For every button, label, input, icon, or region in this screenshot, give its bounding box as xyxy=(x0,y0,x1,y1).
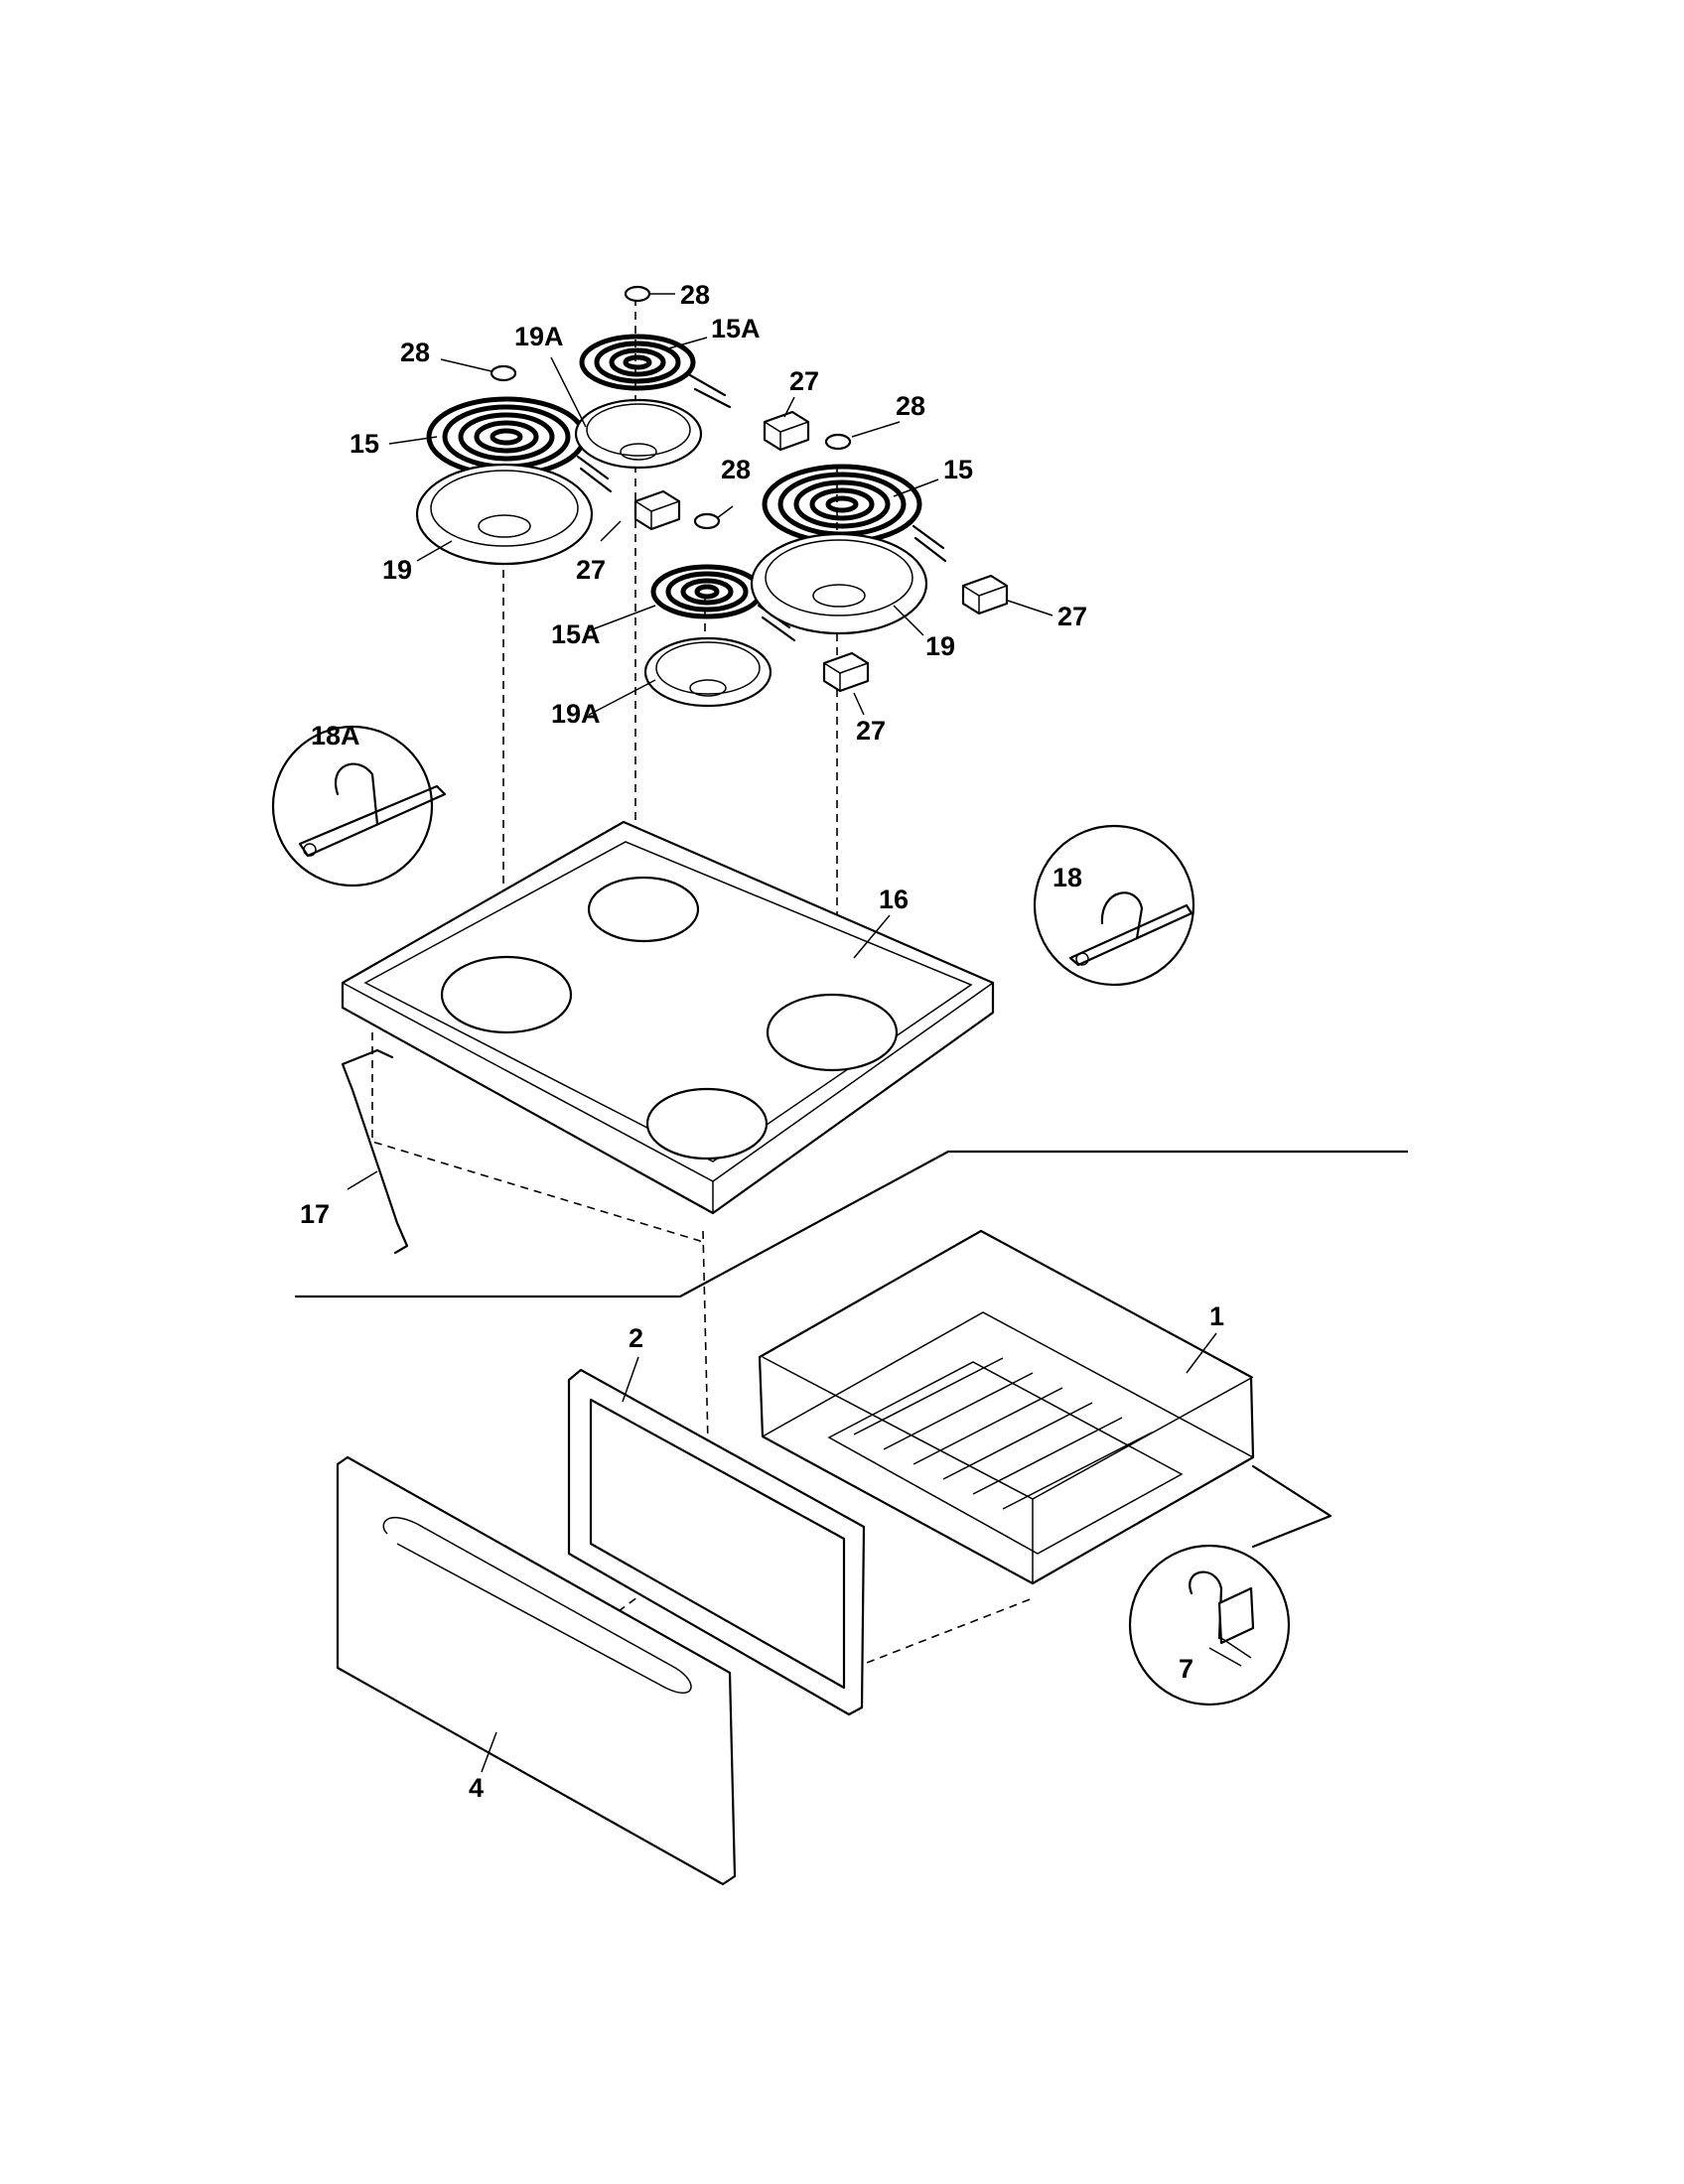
part-15a-coil-top xyxy=(579,334,732,409)
callout-4: 4 xyxy=(469,1773,484,1803)
part-17-wire xyxy=(341,1048,409,1255)
callout-7: 7 xyxy=(1179,1654,1193,1684)
detail-7 xyxy=(1128,1544,1291,1706)
callout-19a-mid: 19A xyxy=(551,699,601,729)
callout-28-right: 28 xyxy=(896,391,925,421)
callout-28-top: 28 xyxy=(680,280,710,310)
callout-2: 2 xyxy=(629,1323,643,1353)
part-19-bowl-left xyxy=(415,463,594,566)
detail-18a xyxy=(271,725,447,887)
callout-15a-top: 15A xyxy=(711,314,761,343)
callout-27-top: 27 xyxy=(789,366,819,396)
part-2-drawer-frame xyxy=(567,1368,866,1716)
part-16-cooktop xyxy=(341,820,995,1215)
part-19a-bowl-top xyxy=(574,398,703,470)
callout-28-left: 28 xyxy=(400,338,430,367)
callout-17: 17 xyxy=(300,1199,330,1229)
part-27-receptacles xyxy=(633,410,1009,693)
callout-27-mid: 27 xyxy=(856,716,886,746)
detail-18 xyxy=(1033,824,1195,987)
part-28-caps xyxy=(490,285,852,530)
callout-18: 18 xyxy=(1052,863,1082,892)
callout-1: 1 xyxy=(1209,1301,1224,1331)
callout-27-left: 27 xyxy=(576,555,606,585)
callout-18a: 18A xyxy=(311,721,360,751)
callout-labels: 28 28 19A 15A 27 28 15 15 28 19 27 15A 1… xyxy=(300,280,1224,1803)
callout-19a-top: 19A xyxy=(514,322,564,351)
callout-19-left: 19 xyxy=(382,555,412,585)
callout-15a-mid: 15A xyxy=(551,619,601,649)
part-19a-bowl-mid xyxy=(643,636,772,708)
callout-16: 16 xyxy=(879,885,909,914)
section-divider xyxy=(294,1150,1409,1298)
callout-27-right: 27 xyxy=(1057,602,1087,631)
part-4-drawer-front xyxy=(336,1455,737,1886)
callout-19-right: 19 xyxy=(925,631,955,661)
detail-7-leader xyxy=(1251,1464,1333,1549)
callout-leaders xyxy=(347,293,1217,1773)
callout-15-right: 15 xyxy=(943,455,973,484)
part-19-bowl-right xyxy=(750,532,928,635)
part-1-drawer xyxy=(758,1229,1255,1585)
callout-28-mid: 28 xyxy=(721,455,751,484)
callout-15-left: 15 xyxy=(350,429,379,459)
